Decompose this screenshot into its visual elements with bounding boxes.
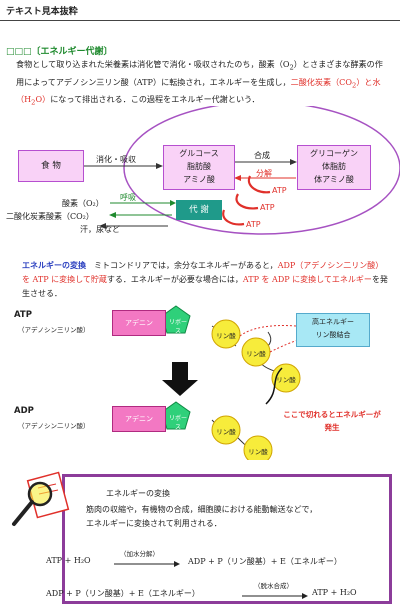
metabolism-diagram (84, 106, 400, 235)
equation-1-condition: （加水分解） (120, 550, 159, 558)
phosphate-label-1-atp: リン酸 (216, 332, 236, 340)
equation-1-left: ATP + H₂O (46, 556, 91, 565)
phosphate-2-adp (243, 435, 273, 460)
header-title: テキスト見本抜粋 (6, 7, 78, 17)
conversion-line-1: 筋肉の収縮や，有機物の合成，細胞膜における能動輸送などで， (86, 505, 318, 514)
section-body: 食物として取り込まれた栄養素は消化管で消化・吸収されたのち，酸素（O2）とさまざ… (16, 57, 390, 110)
equation-2-condition: （脱水合成） (254, 582, 293, 590)
adp-title: ADP (14, 406, 34, 416)
magnifier-icon (12, 471, 70, 526)
cut-note: ここで切れるとエネルギーが発生 (283, 410, 381, 432)
nutrient-box: グルコース脂肪酸アミノ酸 (163, 145, 235, 190)
oxygen-label: 酸素（O₂） (62, 199, 104, 208)
header-divider (0, 20, 400, 21)
conversion-title: エネルギーの変換 (106, 489, 170, 498)
ribose-label-atp: リボース (168, 319, 187, 335)
equation-2-left: ADP + P（リン酸基）+ E（エネルギー） (46, 589, 200, 598)
phosphate-label-2-atp: リン酸 (246, 350, 266, 358)
ribose-label-adp: リボース (168, 415, 187, 431)
food-box: 食 物 (18, 150, 84, 182)
atp-subtitle: （アデノシン三リン酸） (18, 326, 90, 334)
digest-label: 消化・吸収 (96, 155, 136, 164)
body-text-2: ）とさまざまな酵素の作用によってアデノシン三リン酸（ATP）に転換され，エネルギ… (16, 59, 383, 87)
storage-box: グリコーゲン体脂肪体アミノ酸 (297, 145, 371, 190)
atp-label-2: ATP (260, 203, 275, 212)
sweat-label: 汗，尿など (80, 225, 120, 234)
energy-lead: エネルギーの変換 (22, 260, 86, 270)
synthesis-label: 合成 (254, 151, 270, 160)
phosphate-label-1-adp: リン酸 (216, 428, 236, 436)
co2-label: 二酸化炭素酸素（CO₂） (6, 212, 94, 221)
equation-1-right: ADP + P（リン酸基）+ E（エネルギー） (188, 557, 342, 566)
phosphate-label-3-atp: リン酸 (276, 376, 296, 384)
high-energy-bond-box: 高エネルギーリン酸結合 (296, 313, 370, 347)
atp-title: ATP (14, 310, 32, 320)
down-arrow (162, 362, 198, 396)
adenine-box-adp: アデニン (112, 406, 166, 432)
body-text-1: 食物として取り込まれた栄養素は消化管で消化・吸収されたのち，酸素（O (16, 59, 290, 69)
body-sub-1: 2 (289, 63, 294, 72)
atp-label-1: ATP (272, 186, 287, 195)
section-title: □□□〔エネルギー代謝〕 (6, 47, 113, 57)
metabolism-box: 代 謝 (176, 200, 222, 220)
atp-diagram (161, 305, 301, 460)
equation-1-arrow (114, 561, 180, 567)
phosphate-label-2-adp: リン酸 (248, 448, 268, 456)
phosphate-1-adp (211, 415, 241, 445)
atp-curve-1 (247, 175, 271, 194)
atp-curve-2 (235, 193, 259, 210)
adenine-box-atp: アデニン (112, 310, 166, 336)
atp-curve-3 (222, 209, 245, 226)
atp-label-3: ATP (246, 220, 261, 229)
equation-2-arrow (242, 593, 308, 599)
phosphate-1-atp (211, 319, 241, 349)
metabolism-oval (123, 106, 400, 235)
decomposition-label: 分解 (256, 169, 272, 178)
conversion-line-2: エネルギーに変換されて利用される． (86, 519, 222, 528)
body-text-3: になって排出される．この過程をエネルギー代謝という． (50, 94, 260, 105)
body-highlight-co2: 二酸化炭素（CO2）と水（H2O） (16, 76, 381, 107)
adp-subtitle: （アデノシン二リン酸） (18, 422, 90, 430)
equation-2-right: ATP + H₂O (312, 588, 357, 597)
bond-cut-squiggle (265, 367, 283, 405)
respiration-label: 呼吸 (120, 193, 136, 202)
conversion-box (62, 474, 392, 604)
energy-paragraph: エネルギーの変換 ミトコンドリアでは，余分なエネルギーがあると，ADP（アデノシ… (22, 260, 388, 298)
